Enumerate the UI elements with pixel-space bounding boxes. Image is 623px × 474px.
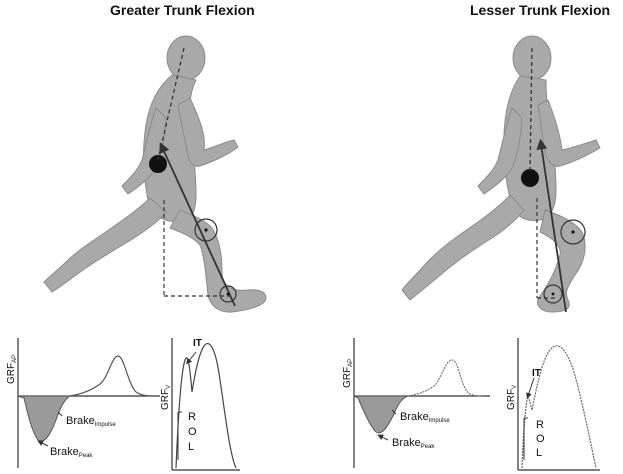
label-rol-l-right: L xyxy=(536,447,542,459)
title-greater-trunk-flexion: Greater Trunk Flexion xyxy=(110,2,255,18)
center-of-mass-dot-left xyxy=(149,155,167,173)
graph-grf-ap-left xyxy=(17,338,160,468)
ylabel-grf-ap-right: GRFAP xyxy=(342,359,354,388)
label-rol-l-left: L xyxy=(188,441,194,453)
knee-joint-right xyxy=(560,219,586,245)
label-brake-impulse-right: BrakeImpulse xyxy=(400,411,450,424)
center-of-mass-dot-right xyxy=(521,169,539,187)
title-lesser-trunk-flexion: Lesser Trunk Flexion xyxy=(470,2,611,18)
runner-left-figure xyxy=(43,35,267,313)
ylabel-grf-v-left: GRFV xyxy=(160,385,172,410)
label-rol-r-left: R xyxy=(188,411,196,423)
grf-vector-right xyxy=(536,138,567,313)
label-rol-o-left: O xyxy=(188,426,197,438)
label-rol-o-right: O xyxy=(536,433,545,445)
ylabel-grf-ap-left: GRFAP xyxy=(6,355,18,384)
label-brake-impulse-left: BrakeImpulse xyxy=(66,415,116,428)
ankle-joint-left xyxy=(219,285,237,303)
label-brake-peak-left: BrakePeak xyxy=(50,446,93,459)
ylabel-grf-v-right: GRFV xyxy=(506,385,518,410)
graph-grf-ap-right xyxy=(353,338,490,468)
ankle-joint-right xyxy=(543,284,563,304)
trunk-line-left xyxy=(157,47,185,161)
label-it-right: IT xyxy=(532,368,541,379)
graph-grf-v-right xyxy=(517,338,600,471)
brake-impulse-area-left xyxy=(17,395,72,442)
graph-grf-v-left xyxy=(171,338,240,471)
runner-right-figure xyxy=(401,35,601,313)
knee-joint-left xyxy=(194,218,218,242)
label-brake-peak-right: BrakePeak xyxy=(392,437,435,450)
label-rol-r-right: R xyxy=(536,419,544,431)
label-it-left: IT xyxy=(193,338,202,349)
brake-impulse-area-right xyxy=(353,395,409,434)
grf-vector-left xyxy=(159,142,236,307)
